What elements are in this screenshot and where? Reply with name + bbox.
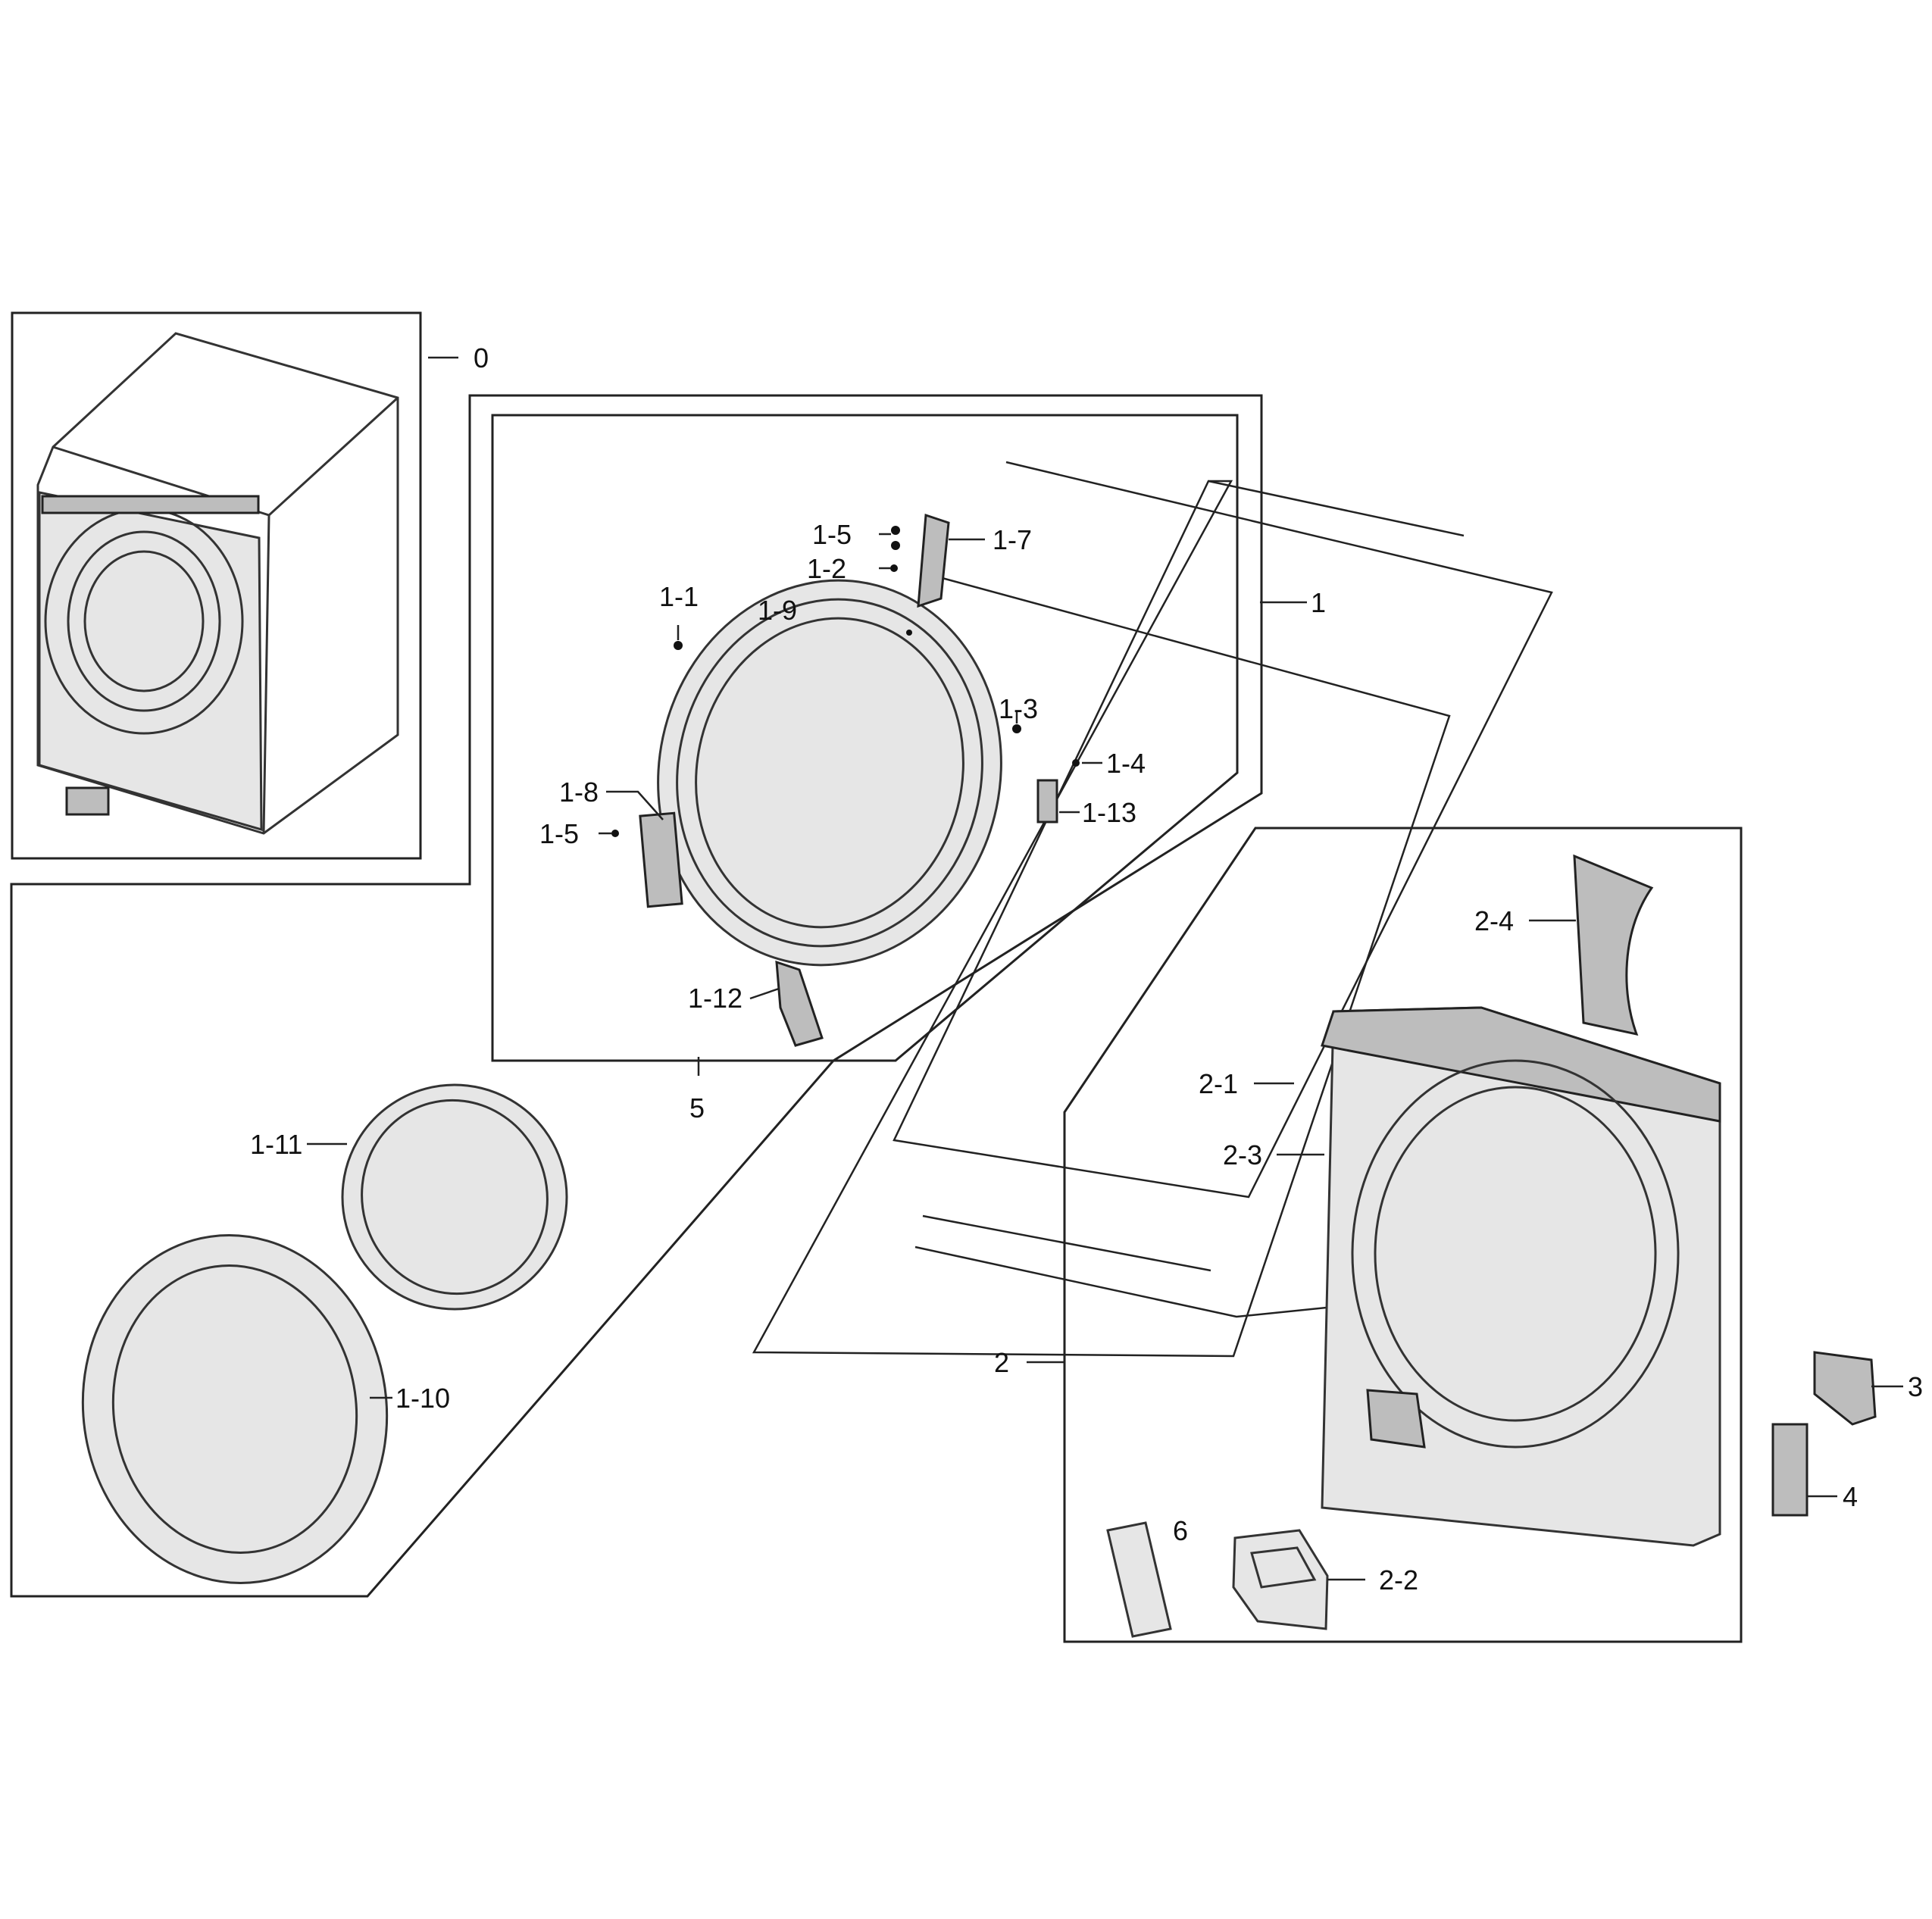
group-frame-1 — [10, 394, 1263, 1598]
screw-1-4 — [1072, 759, 1080, 767]
callout-1-5-left: 1-5 — [539, 818, 579, 849]
callout-1-4: 1-4 — [1106, 748, 1146, 779]
callout-1-1: 1-1 — [659, 581, 699, 612]
door-frame — [657, 579, 1002, 967]
filter-frame — [1232, 1529, 1329, 1630]
explode-band-b — [752, 480, 1451, 1358]
callout-6: 6 — [1173, 1515, 1188, 1546]
screw-1-2 — [890, 564, 898, 572]
callout-2-2: 2-2 — [1379, 1564, 1418, 1596]
callout-1-12: 1-12 — [688, 983, 742, 1014]
callout-1-8: 1-8 — [559, 777, 599, 808]
callout-1-9: 1-9 — [758, 595, 797, 626]
filter-cover — [1106, 1521, 1172, 1638]
screw-1-3 — [1012, 724, 1021, 733]
callout-2-3: 2-3 — [1223, 1139, 1262, 1170]
screw-1-5-left — [611, 830, 619, 837]
group-frame-0 — [11, 311, 422, 860]
callout-1-10: 1-10 — [395, 1383, 450, 1414]
dispenser-handle — [1573, 854, 1654, 1036]
screw-1-1 — [674, 641, 683, 650]
callout-1-13: 1-13 — [1082, 797, 1136, 828]
callout-2-1: 2-1 — [1199, 1068, 1238, 1099]
front-panel — [1321, 1006, 1721, 1547]
callout-3: 3 — [1908, 1371, 1923, 1402]
leader-1-8 — [606, 790, 664, 820]
door-glass — [341, 1083, 568, 1311]
leader-1-12 — [749, 987, 780, 1000]
door-handle-top — [917, 513, 950, 608]
callout-4: 4 — [1843, 1481, 1858, 1512]
callout-2-4: 2-4 — [1474, 905, 1514, 936]
callout-1: 1 — [1311, 587, 1326, 618]
callout-1-2: 1-2 — [807, 553, 846, 584]
washer-assembly — [36, 332, 399, 835]
door-lock-switch — [1771, 1423, 1809, 1517]
group-frame-5 — [491, 414, 1239, 1062]
lever — [1813, 1351, 1877, 1426]
door-handle-lower — [775, 960, 824, 1047]
callout-1-7: 1-7 — [993, 524, 1032, 555]
callout-2: 2 — [994, 1347, 1009, 1378]
callout-1-5-top: 1-5 — [812, 519, 852, 550]
door-cover — [81, 1234, 389, 1584]
callout-1-3: 1-3 — [999, 693, 1038, 724]
callout-0: 0 — [474, 342, 489, 373]
callout-5: 5 — [689, 1092, 705, 1124]
screw-1-5-top-b — [891, 541, 900, 550]
screw-1-5-top-a — [891, 526, 900, 535]
door-latch — [1036, 779, 1058, 824]
door-hinge — [639, 811, 683, 908]
screw-stray — [906, 630, 912, 636]
group-frame-2 — [1063, 827, 1743, 1643]
explode-band-d — [922, 1214, 1211, 1272]
explode-band-a — [893, 461, 1553, 1199]
callout-1-11: 1-11 — [250, 1129, 302, 1160]
